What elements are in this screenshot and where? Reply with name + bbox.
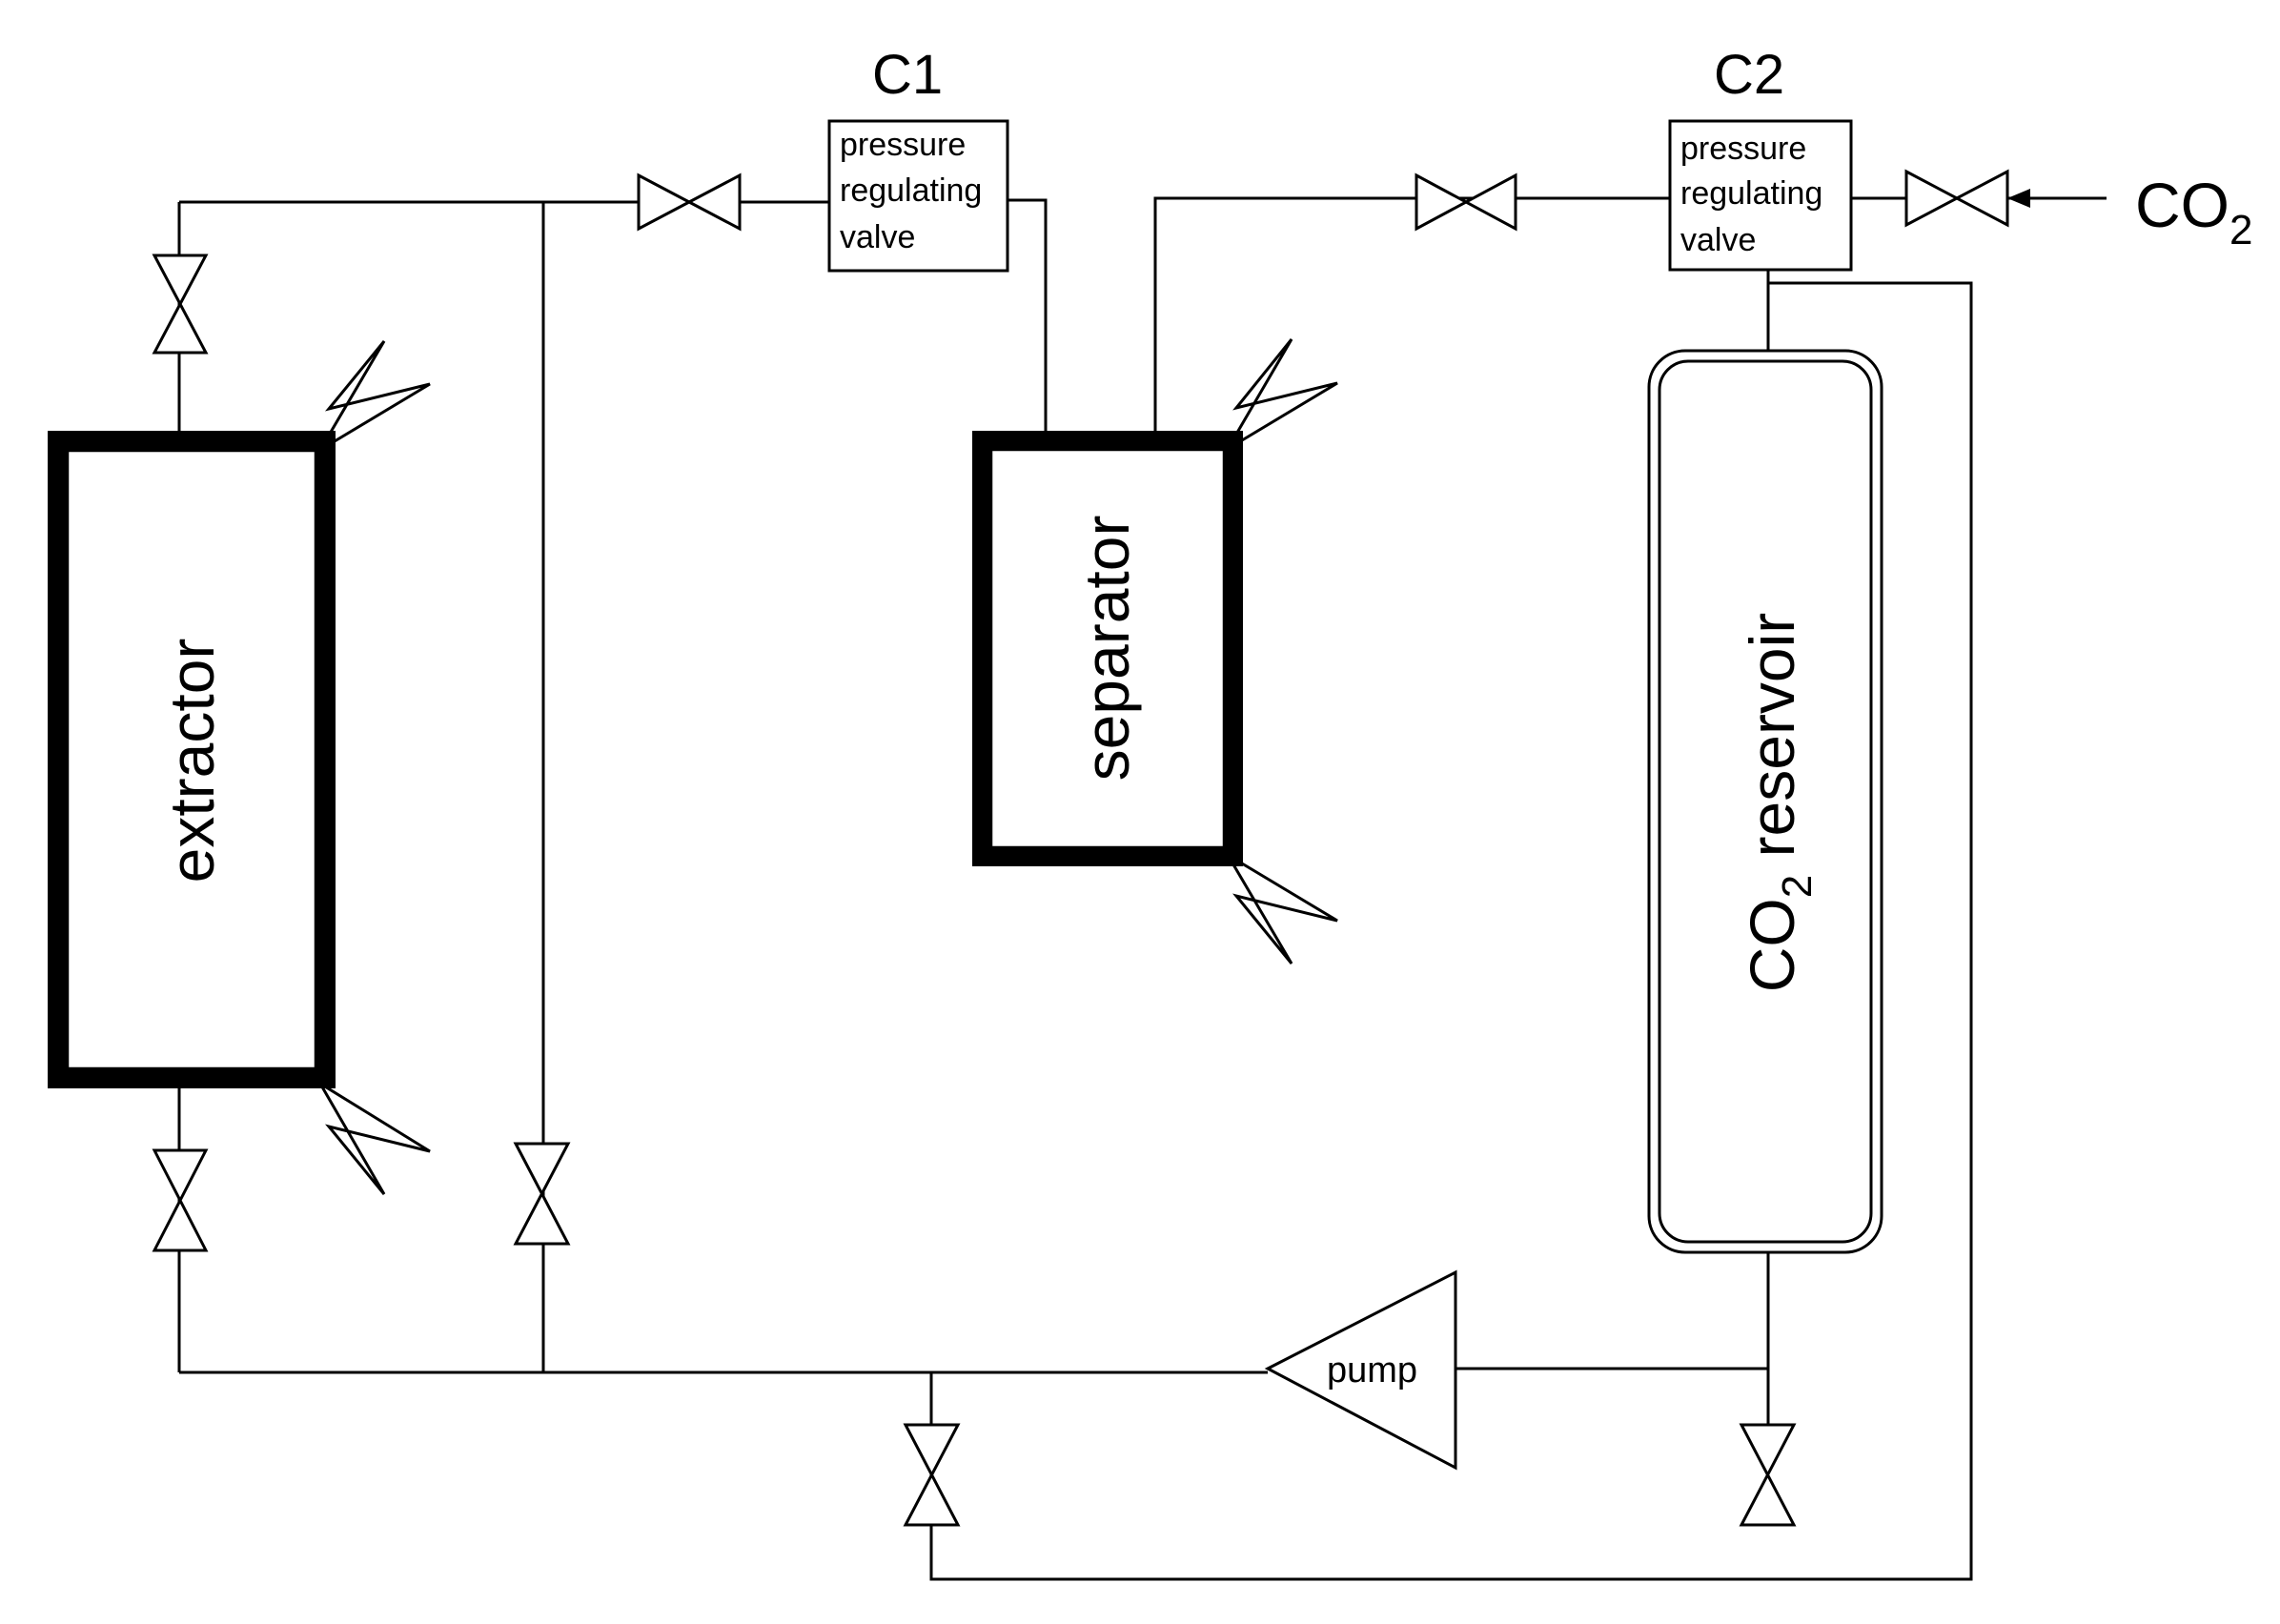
controller-c1-line-3: valve (840, 219, 915, 255)
co2-feed: CO2 (2007, 170, 2252, 254)
co2-feed-label: CO2 (2135, 170, 2252, 254)
valve-top-middle[interactable] (1415, 173, 1517, 232)
controller-c1[interactable]: pressure regulating valve C1 (827, 44, 1009, 273)
controller-c1-line-2: regulating (840, 173, 982, 209)
valve-bypass[interactable] (513, 1142, 571, 1246)
valve-co2-feed[interactable] (1904, 169, 2009, 228)
extractor-label: extractor (156, 639, 227, 883)
pipe-separator-top (1153, 196, 1670, 434)
controller-c1-box (827, 119, 1009, 273)
extractor[interactable]: extractor (48, 431, 336, 1088)
valve-bottom-left[interactable] (903, 1423, 961, 1527)
extractor-shell (48, 431, 336, 1088)
co2-reservoir-label-tail: reservoir (1737, 613, 1807, 875)
separator-label: separator (1071, 516, 1142, 782)
pipe-c1-separator (1008, 198, 1048, 434)
separator[interactable]: separator (972, 431, 1243, 866)
co2-reservoir[interactable]: CO2 reservoir (1647, 349, 1883, 1254)
pump-label: pump (1327, 1350, 1417, 1391)
separator-shell (972, 431, 1243, 866)
controller-c2-label: C2 (1714, 44, 1784, 106)
co2-feed-arrowhead (2007, 189, 2030, 208)
separator-inner (989, 448, 1226, 849)
controller-c1-line-1: pressure (840, 127, 966, 163)
valves (152, 169, 2009, 1527)
controller-c2-line-3: valve (1680, 222, 1756, 258)
controller-c2-box (1668, 119, 1853, 272)
controller-c2-line-1: pressure (1680, 131, 1806, 167)
valve-extractor-vent-bottom[interactable] (318, 1082, 431, 1195)
valve-top-left[interactable] (637, 173, 742, 232)
extractor-inner (66, 449, 317, 1070)
pump[interactable]: pump (1264, 1269, 1457, 1471)
valve-extractor-top[interactable] (152, 254, 209, 355)
controller-c2[interactable]: pressure regulating valve C2 (1668, 44, 1853, 272)
valve-separator-vent-top[interactable] (1226, 338, 1338, 451)
co2-reservoir-label: CO2 reservoir (1737, 613, 1821, 993)
valve-separator-vent-bottom[interactable] (1226, 853, 1338, 964)
controller-c1-label: C1 (872, 44, 943, 106)
co2-reservoir-label-main: CO (1737, 898, 1807, 992)
co2-feed-label-sub: 2 (2229, 207, 2252, 254)
valve-reservoir-drain[interactable] (1739, 1423, 1797, 1527)
controller-c2-line-2: regulating (1680, 175, 1822, 212)
co2-reservoir-inner (1658, 359, 1873, 1244)
valve-extractor-vent-top[interactable] (318, 340, 431, 452)
pump-symbol (1264, 1269, 1457, 1471)
valve-extractor-bottom[interactable] (152, 1148, 209, 1252)
co2-reservoir-label-sub: 2 (1774, 875, 1821, 898)
co2-feed-label-main: CO (2135, 170, 2229, 240)
